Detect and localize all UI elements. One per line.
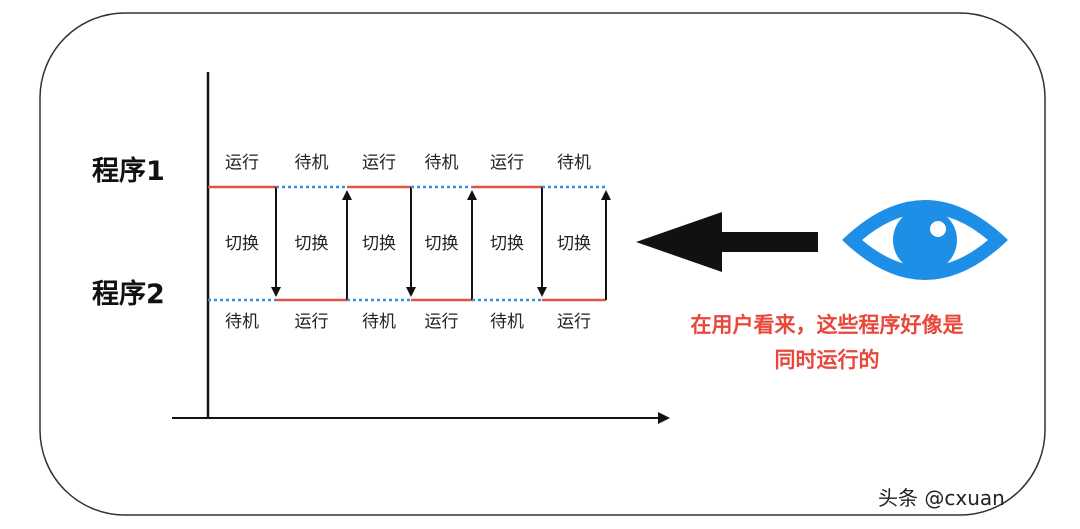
program2-state-label: 运行 <box>557 312 591 332</box>
program1-state-label: 运行 <box>362 153 396 173</box>
diagram-frame <box>39 12 1046 516</box>
eye-icon <box>842 200 1008 280</box>
program2-state-label: 运行 <box>425 312 459 332</box>
watermark: 头条 @cxuan <box>878 486 1005 510</box>
caption-line2: 同时运行的 <box>775 348 880 372</box>
switch-label: 切换 <box>225 234 259 254</box>
program1-state-label: 运行 <box>490 153 524 173</box>
program2-state-label: 待机 <box>362 312 396 332</box>
switch-label: 切换 <box>557 234 591 254</box>
program2-state-label: 运行 <box>295 312 329 332</box>
x-axis-arrowhead <box>658 412 670 424</box>
caption-line1: 在用户看来，这些程序好像是 <box>691 313 964 337</box>
switch-label: 切换 <box>362 234 396 254</box>
program2-state-label: 待机 <box>225 312 259 332</box>
program1-state-label: 运行 <box>225 153 259 173</box>
switch-label: 切换 <box>295 234 329 254</box>
program1-state-label: 待机 <box>425 153 459 173</box>
program1-state-label: 待机 <box>557 153 591 173</box>
program2-state-label: 待机 <box>490 312 524 332</box>
program1-label: 程序1 <box>92 155 165 187</box>
program2-label: 程序2 <box>92 278 165 310</box>
switch-label: 切换 <box>490 234 524 254</box>
left-arrow-icon <box>636 212 818 272</box>
switch-label: 切换 <box>425 234 459 254</box>
program1-state-label: 待机 <box>295 153 329 173</box>
